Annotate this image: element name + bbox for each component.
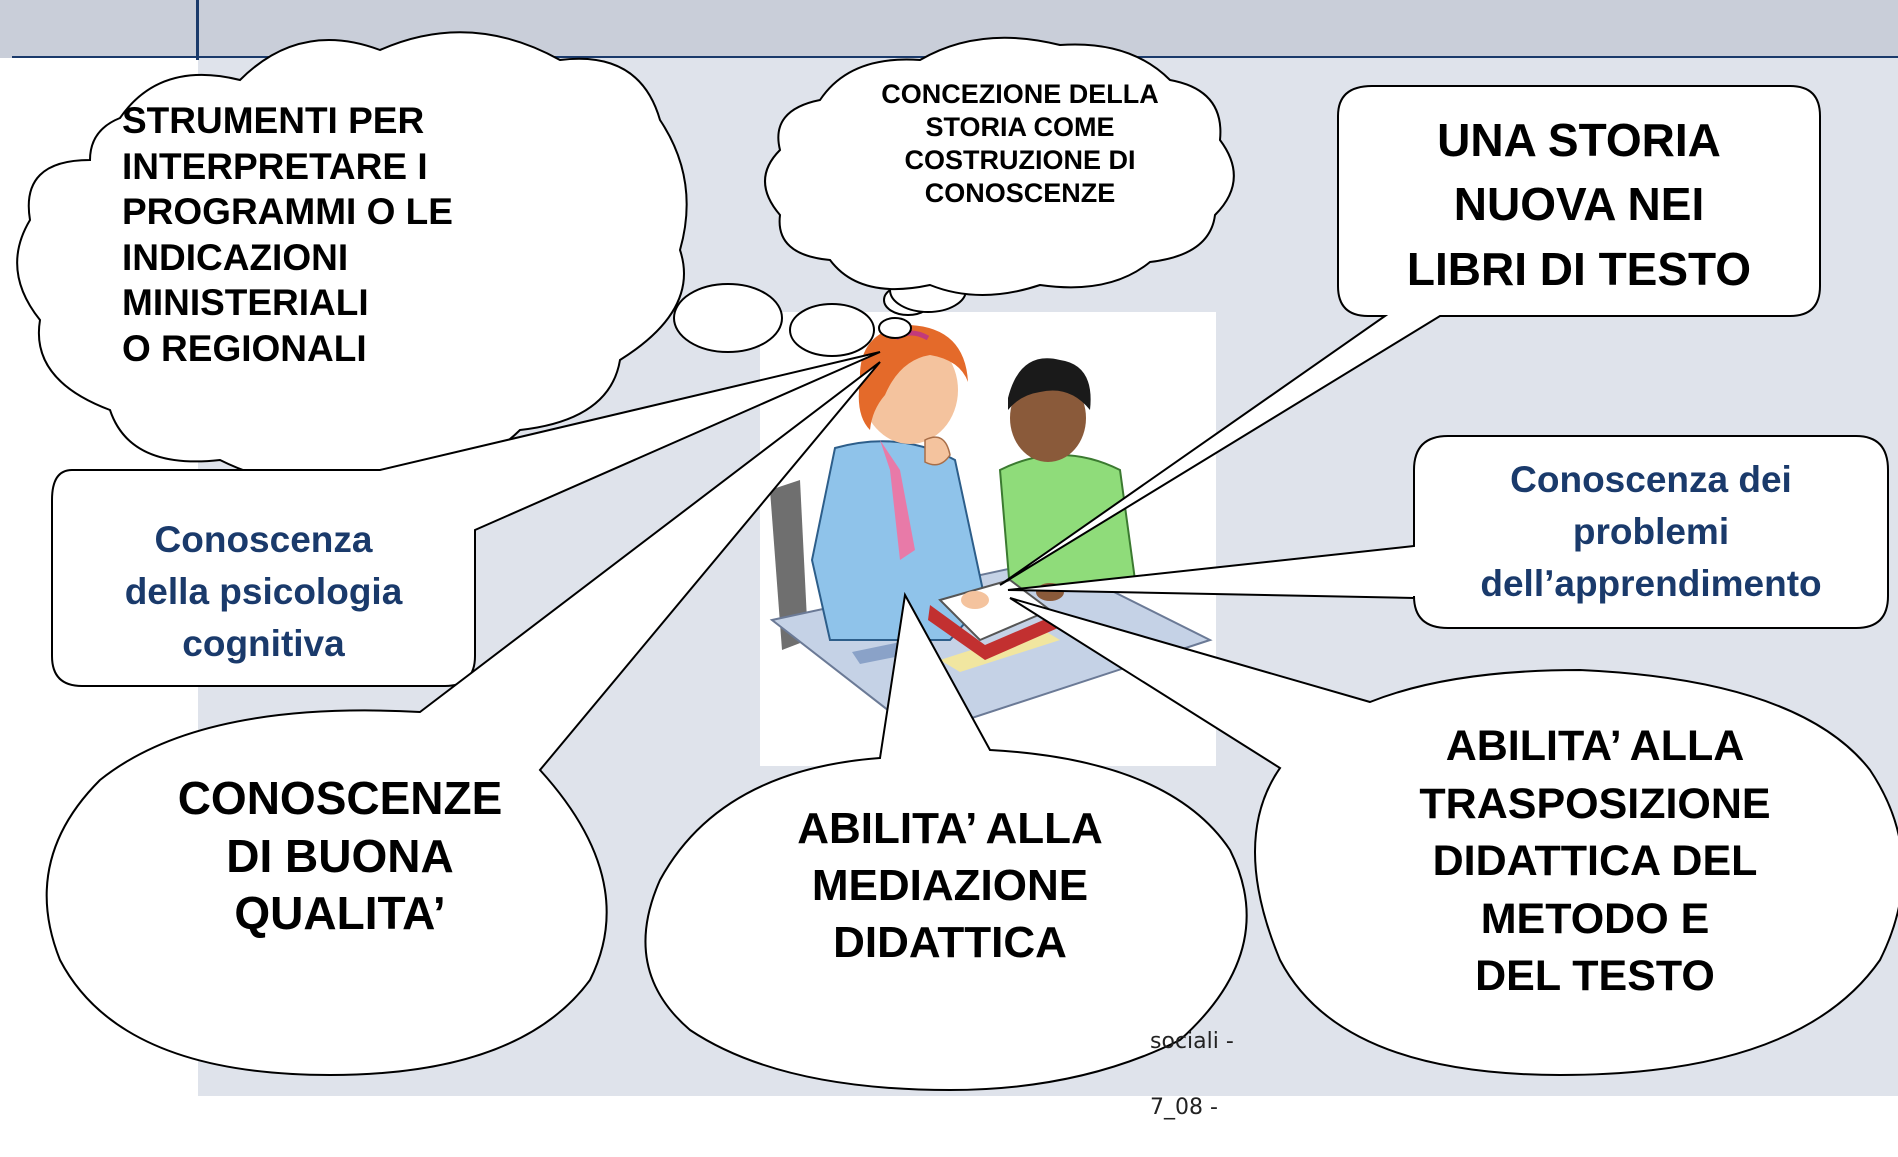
callout-storia-nuova-text: UNA STORIA NUOVA NEI LIBRI DI TESTO (1406, 114, 1752, 295)
speech-trasposizione-shape (1009, 597, 1898, 1077)
speech-conoscenze-shape (45, 361, 881, 1077)
speech-mediazione-text: ABILITA’ ALLA MEDIAZIONE DIDATTICA (797, 804, 1103, 968)
speech-trasposizione-text: ABILITA’ ALLA TRASPOSIZIONE DIDATTICA DE… (1419, 722, 1771, 1001)
callout-apprendimento-text: Conoscenza dei problemi dell’apprendimen… (1480, 459, 1822, 604)
speech-mediazione-shape (644, 591, 1248, 1092)
cloud-strumenti-shape (16, 31, 688, 484)
diagram-canvas (16, 31, 1898, 1092)
footer-text: sociali - 7_08 - (1150, 992, 1300, 1157)
slide: STRUMENTI PER INTERPRETARE I PROGRAMMI O… (0, 0, 1898, 1120)
thought-trail-circle (789, 303, 875, 357)
footer-line-1: sociali - (1150, 1029, 1234, 1054)
cloud-concezione-text: CONCEZIONE DELLA STORIA COME COSTRUZIONE… (881, 79, 1159, 208)
thought-trail-circle (673, 283, 783, 353)
callout-psicologia-shape (51, 351, 881, 687)
callout-apprendimento-shape (1007, 435, 1889, 629)
callout-psicologia-text: Conoscenza della psicologia cognitiva (124, 519, 403, 664)
callout-storia-nuova-shape (999, 85, 1821, 586)
left-accent-bar (196, 0, 199, 60)
speech-conoscenze-text: CONOSCENZE DI BUONA QUALITA’ (177, 772, 503, 939)
cloud-concezione-shape (764, 36, 1235, 296)
teacher-and-student-reading-icon (769, 325, 1213, 737)
cloud-strumenti-text: STRUMENTI PER INTERPRETARE I PROGRAMMI O… (122, 100, 453, 369)
thought-trail-circle (878, 317, 912, 339)
